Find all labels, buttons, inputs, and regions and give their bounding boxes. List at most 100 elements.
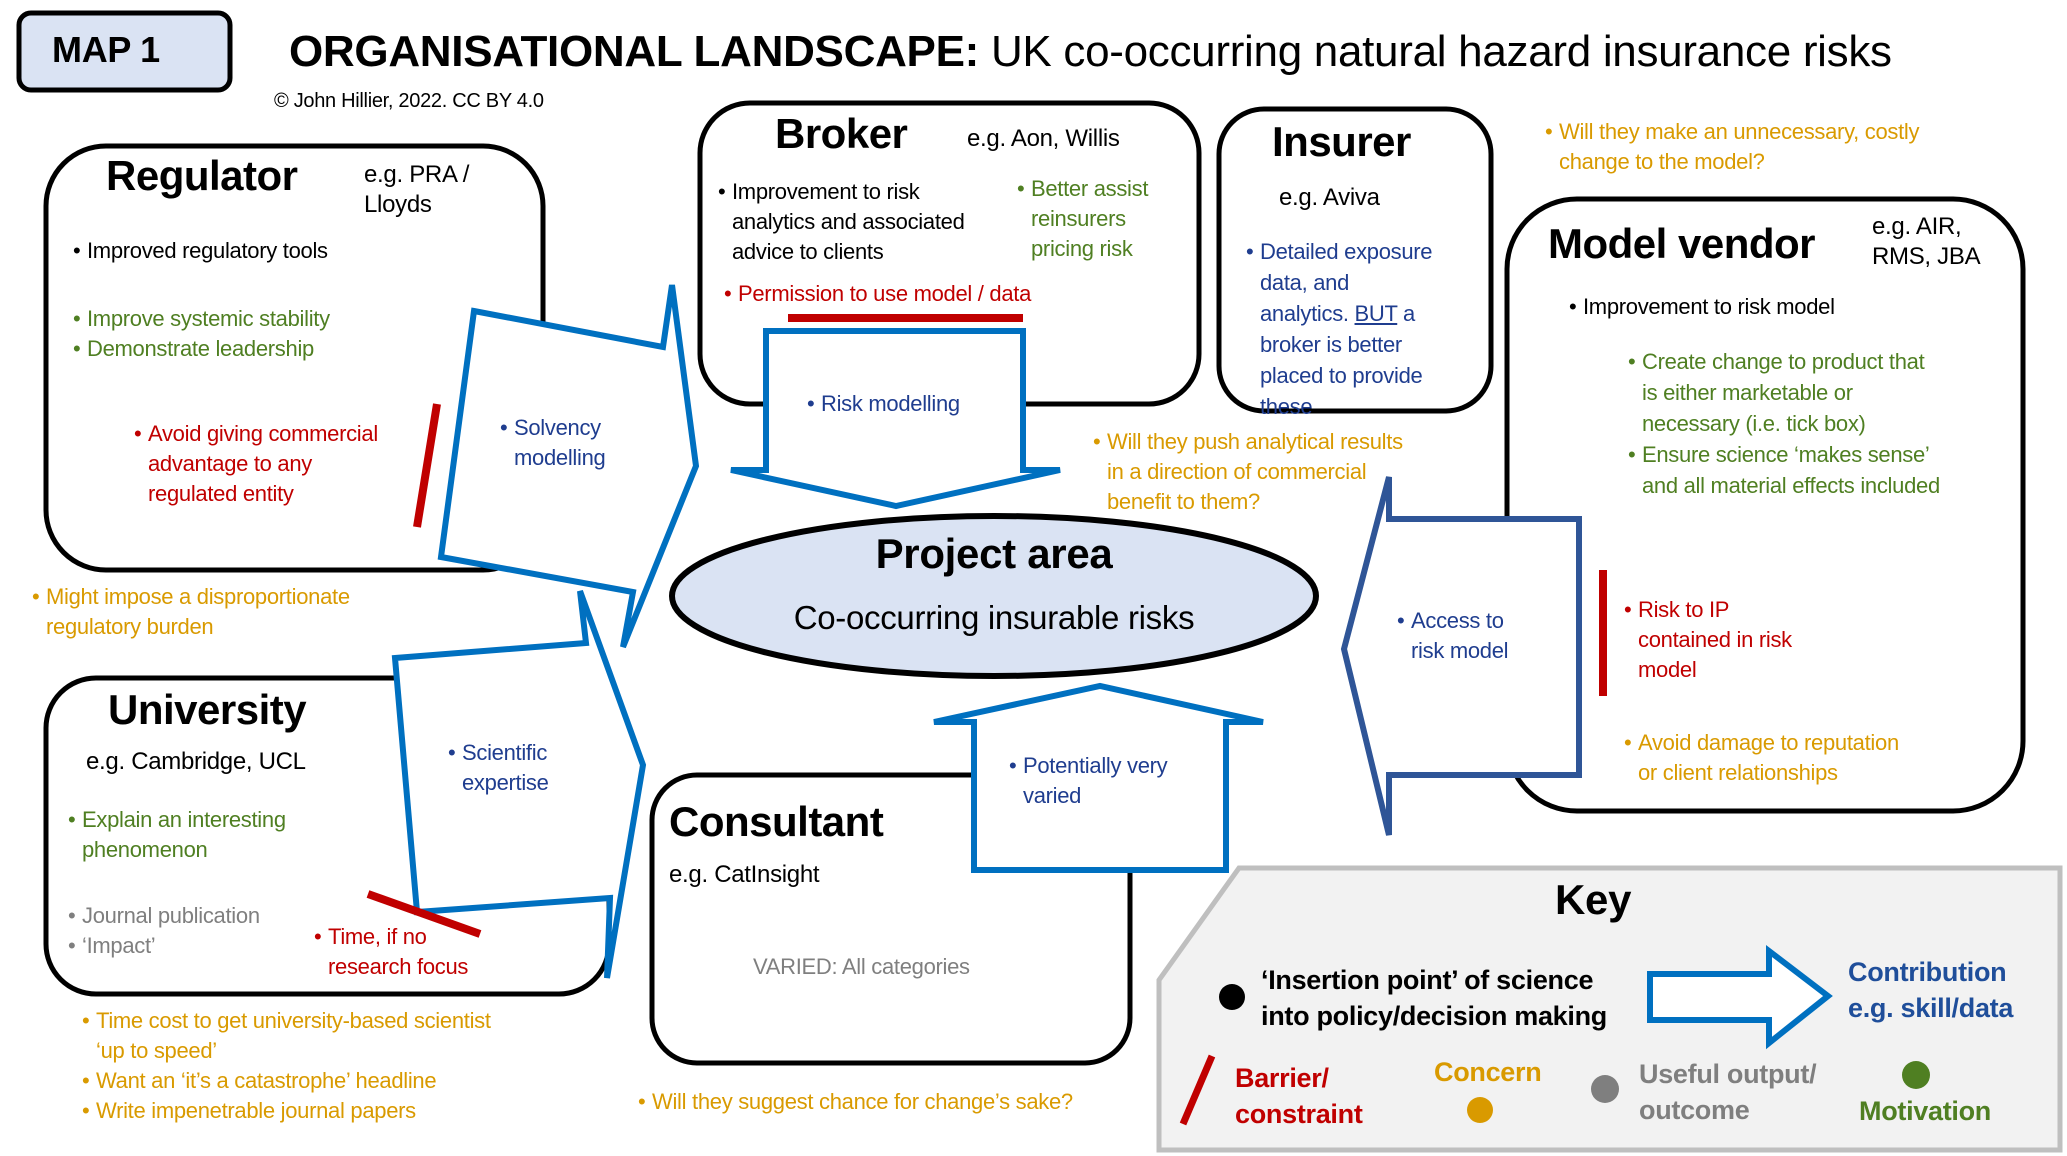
text-line: benefit to them? (1107, 489, 1260, 514)
insertion-point-dot (1219, 984, 1245, 1010)
text-line: these (1260, 394, 1313, 419)
insurer-concern: Will they push analytical results in a d… (1107, 427, 1403, 517)
text-line: into policy/decision making (1261, 1001, 1607, 1031)
consultant-outputs: VARIED: All categories (753, 954, 970, 979)
text-line: in a direction of commercial (1107, 459, 1367, 484)
university-barrier: Time, if no research focus (328, 922, 468, 982)
text-line: model (1638, 657, 1697, 682)
text-line: Create change to product that (1642, 346, 1940, 377)
text-line: change to the model? (1559, 149, 1765, 174)
text-line: Detailed exposure (1260, 236, 1433, 267)
vendor-barrier: Risk to IP contained in risk model (1638, 595, 1792, 685)
university-motivations: Explain an interesting phenomenon (82, 805, 286, 865)
text-line: Avoid giving commercial (148, 419, 378, 449)
map-label: MAP 1 (52, 29, 160, 70)
regulator-title: Regulator (106, 152, 298, 199)
consultant-title: Consultant (669, 798, 884, 845)
model-vendor-title: Model vendor (1548, 220, 1816, 267)
university-concerns: Time cost to get university-based scient… (96, 1006, 491, 1126)
motivation-item: Demonstrate leadership (87, 334, 330, 364)
text-line: modelling (514, 445, 606, 470)
text-line: advantage to any (148, 451, 313, 476)
motivation-dot (1902, 1061, 1930, 1089)
broker-outputs: Improvement to risk analytics and associ… (732, 177, 965, 267)
broker-barrier: Permission to use model / data (724, 279, 1031, 309)
regulator-example: e.g. PRA / Lloyds (364, 160, 469, 220)
project-area-subtitle: Co-occurring insurable risks (793, 599, 1195, 636)
text-line: or client relationships (1638, 760, 1838, 785)
text-line: Solvency (514, 413, 605, 443)
university-contribution: Scientific expertise (462, 738, 549, 798)
text-line: outcome (1639, 1095, 1750, 1125)
text-line: is either marketable or (1642, 380, 1853, 405)
text-line: Ensure science ‘makes sense’ (1642, 439, 1940, 470)
text-line: necessary (i.e. tick box) (1642, 411, 1866, 436)
text-line: data, and (1260, 270, 1350, 295)
project-area-title: Project area (875, 530, 1113, 577)
text-line: Useful output/ (1639, 1059, 1817, 1089)
university-example: e.g. Cambridge, UCL (86, 748, 306, 775)
consultant-concern: Will they suggest chance for change’s sa… (638, 1087, 1073, 1117)
text-line: Access to (1411, 606, 1508, 636)
text-line: e.g. AIR, (1872, 213, 1962, 240)
text-line: Write impenetrable journal papers (96, 1096, 491, 1126)
text-line: pricing risk (1031, 236, 1133, 261)
text-line: Want an ‘it’s a catastrophe’ headline (96, 1066, 491, 1096)
text-line: regulated entity (148, 481, 294, 506)
text-line: Might impose a disproportionate (46, 582, 350, 612)
copyright: © John Hillier, 2022. CC BY 4.0 (274, 90, 544, 112)
key-contribution-arrow (1647, 944, 1833, 1050)
regulator-motivations: Improve systemic stability Demonstrate l… (87, 304, 330, 364)
vendor-concern-top: Will they make an unnecessary, costly ch… (1559, 117, 1920, 177)
solvency-arrow (437, 284, 700, 649)
map-label-box (16, 10, 233, 93)
text-line: Will they push analytical results (1107, 427, 1403, 457)
scientific-expertise-arrow (391, 589, 647, 979)
insurer-contribution: Detailed exposure data, and analytics. B… (1260, 236, 1433, 422)
text-line: and all material effects included (1642, 473, 1940, 498)
text-line: ‘up to speed’ (96, 1038, 217, 1063)
output-dot (1591, 1075, 1619, 1103)
broker-motivations: Better assist reinsurers pricing risk (1031, 174, 1148, 264)
text-line: phenomenon (82, 837, 208, 862)
text-line: advice to clients (732, 239, 884, 264)
project-area-ellipse (669, 513, 1319, 679)
regulator-contribution: Solvency modelling (514, 413, 606, 473)
model-vendor-box (1504, 196, 2026, 814)
model-vendor-example: e.g. AIR, RMS, JBA (1872, 212, 1981, 272)
text-part: analytics. (1260, 301, 1349, 326)
page-title: ORGANISATIONAL LANDSCAPE: UK co-occurrin… (289, 26, 1892, 78)
text-line: constraint (1235, 1099, 1363, 1129)
regulator-barrier: Avoid giving commercial advantage to any… (148, 419, 378, 509)
text-line: Risk to IP (1638, 595, 1792, 625)
text-line: risk model (1411, 638, 1509, 663)
key-motivation-label: Motivation (1859, 1096, 1991, 1126)
university-title: University (108, 686, 307, 733)
broker-contribution: Risk modelling (807, 389, 960, 419)
insurer-title: Insurer (1272, 118, 1411, 165)
title-rest: UK co-occurring natural hazard insurance… (990, 27, 1892, 76)
text-line: Better assist (1031, 174, 1148, 204)
text-line: Avoid damage to reputation (1638, 728, 1899, 758)
regulator-barrier-line (413, 403, 441, 528)
text-line: Barrier/ (1235, 1063, 1329, 1093)
vendor-output: Improvement to risk model (1569, 292, 1835, 322)
consultant-example: e.g. CatInsight (669, 861, 820, 888)
text-line: ‘Insertion point’ of science (1261, 965, 1594, 995)
text-line: varied (1023, 783, 1082, 808)
title-bold: ORGANISATIONAL LANDSCAPE: (289, 27, 979, 76)
text-line: broker is better (1260, 332, 1402, 357)
text-line: Journal publication (82, 901, 260, 931)
university-outputs: Journal publication ‘Impact’ (82, 901, 260, 961)
concern-dot (1467, 1097, 1493, 1123)
consultant-contribution: Potentially very varied (1023, 751, 1168, 811)
text-line: Time, if no (328, 922, 468, 952)
text-line: RMS, JBA (1872, 243, 1981, 270)
text-line: regulatory burden (46, 614, 214, 639)
key-output-label: Useful output/ outcome (1639, 1056, 1817, 1128)
broker-title: Broker (775, 110, 908, 157)
text-line: e.g. skill/data (1848, 993, 2014, 1023)
access-risk-model-arrow (1340, 476, 1582, 836)
text-line: Potentially very (1023, 751, 1168, 781)
